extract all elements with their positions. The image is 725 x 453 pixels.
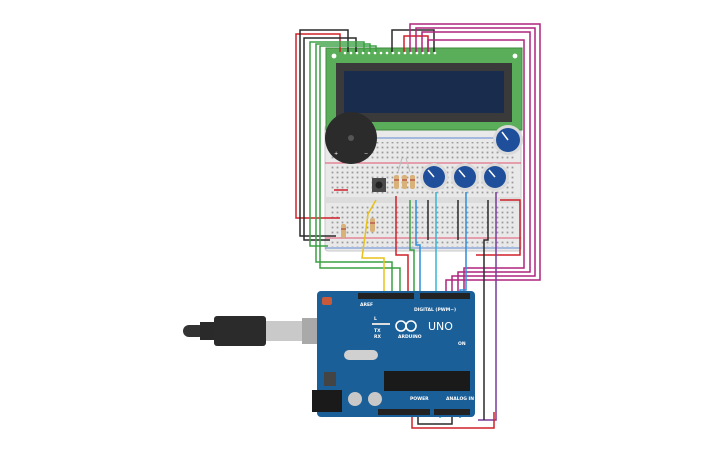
wire-black-lcd-top: [391, 29, 435, 52]
reset-button: [322, 297, 332, 305]
l-label: L: [374, 316, 377, 322]
piezo-buzzer: + −: [325, 112, 377, 164]
potentiometer-3: [481, 163, 509, 191]
wire-red-right: [476, 199, 521, 256]
lcd-display: [325, 47, 523, 131]
potentiometer-contrast: [493, 125, 523, 155]
svg-text:+: +: [334, 151, 338, 157]
brand-label: ARDUINO: [398, 334, 422, 340]
wire-blue-1: [415, 200, 421, 298]
usb-cable: [183, 316, 338, 346]
pushbutton: [372, 178, 386, 192]
digital-label: DIGITAL (PWM~): [414, 307, 456, 313]
wire-red-bottom: [411, 412, 495, 429]
on-label: ON: [458, 341, 466, 347]
wire-black-pots-3: [483, 200, 489, 420]
svg-text:−: −: [364, 151, 368, 157]
wire-magenta-2: [415, 27, 536, 298]
wire-red-mid: [395, 196, 409, 298]
led-leads: [397, 157, 411, 173]
wire-black-bottom: [417, 412, 453, 425]
potentiometer-1: [420, 163, 448, 191]
potentiometer-2: [451, 163, 479, 191]
model-label: UNO: [428, 320, 453, 333]
tx-label: TX: [374, 328, 381, 334]
wire-magenta-4: [427, 39, 525, 298]
wire-green-mid: [409, 200, 415, 298]
arduino-uno: UNO ARDUINO DIGITAL (PWM~) POWER ANALOG …: [312, 291, 475, 417]
power-jack: [312, 390, 342, 412]
power-label: POWER: [410, 396, 429, 402]
wire-green-lcd-3: [319, 45, 401, 298]
arduino-logo: [395, 320, 417, 332]
analog-label: ANALOG IN: [446, 396, 474, 402]
lcd-screen: [344, 71, 504, 113]
resistors: [341, 175, 415, 238]
wire-yellow: [361, 199, 385, 298]
aref-label: AREF: [360, 302, 373, 308]
wire-magenta-3: [421, 31, 531, 298]
wires: [295, 23, 541, 429]
rx-label: RX: [374, 334, 381, 340]
atmega-chip: [384, 371, 470, 391]
lcd-header-pins: [343, 51, 437, 55]
wire-magenta-1: [409, 23, 541, 298]
potentiometers: [420, 125, 523, 191]
